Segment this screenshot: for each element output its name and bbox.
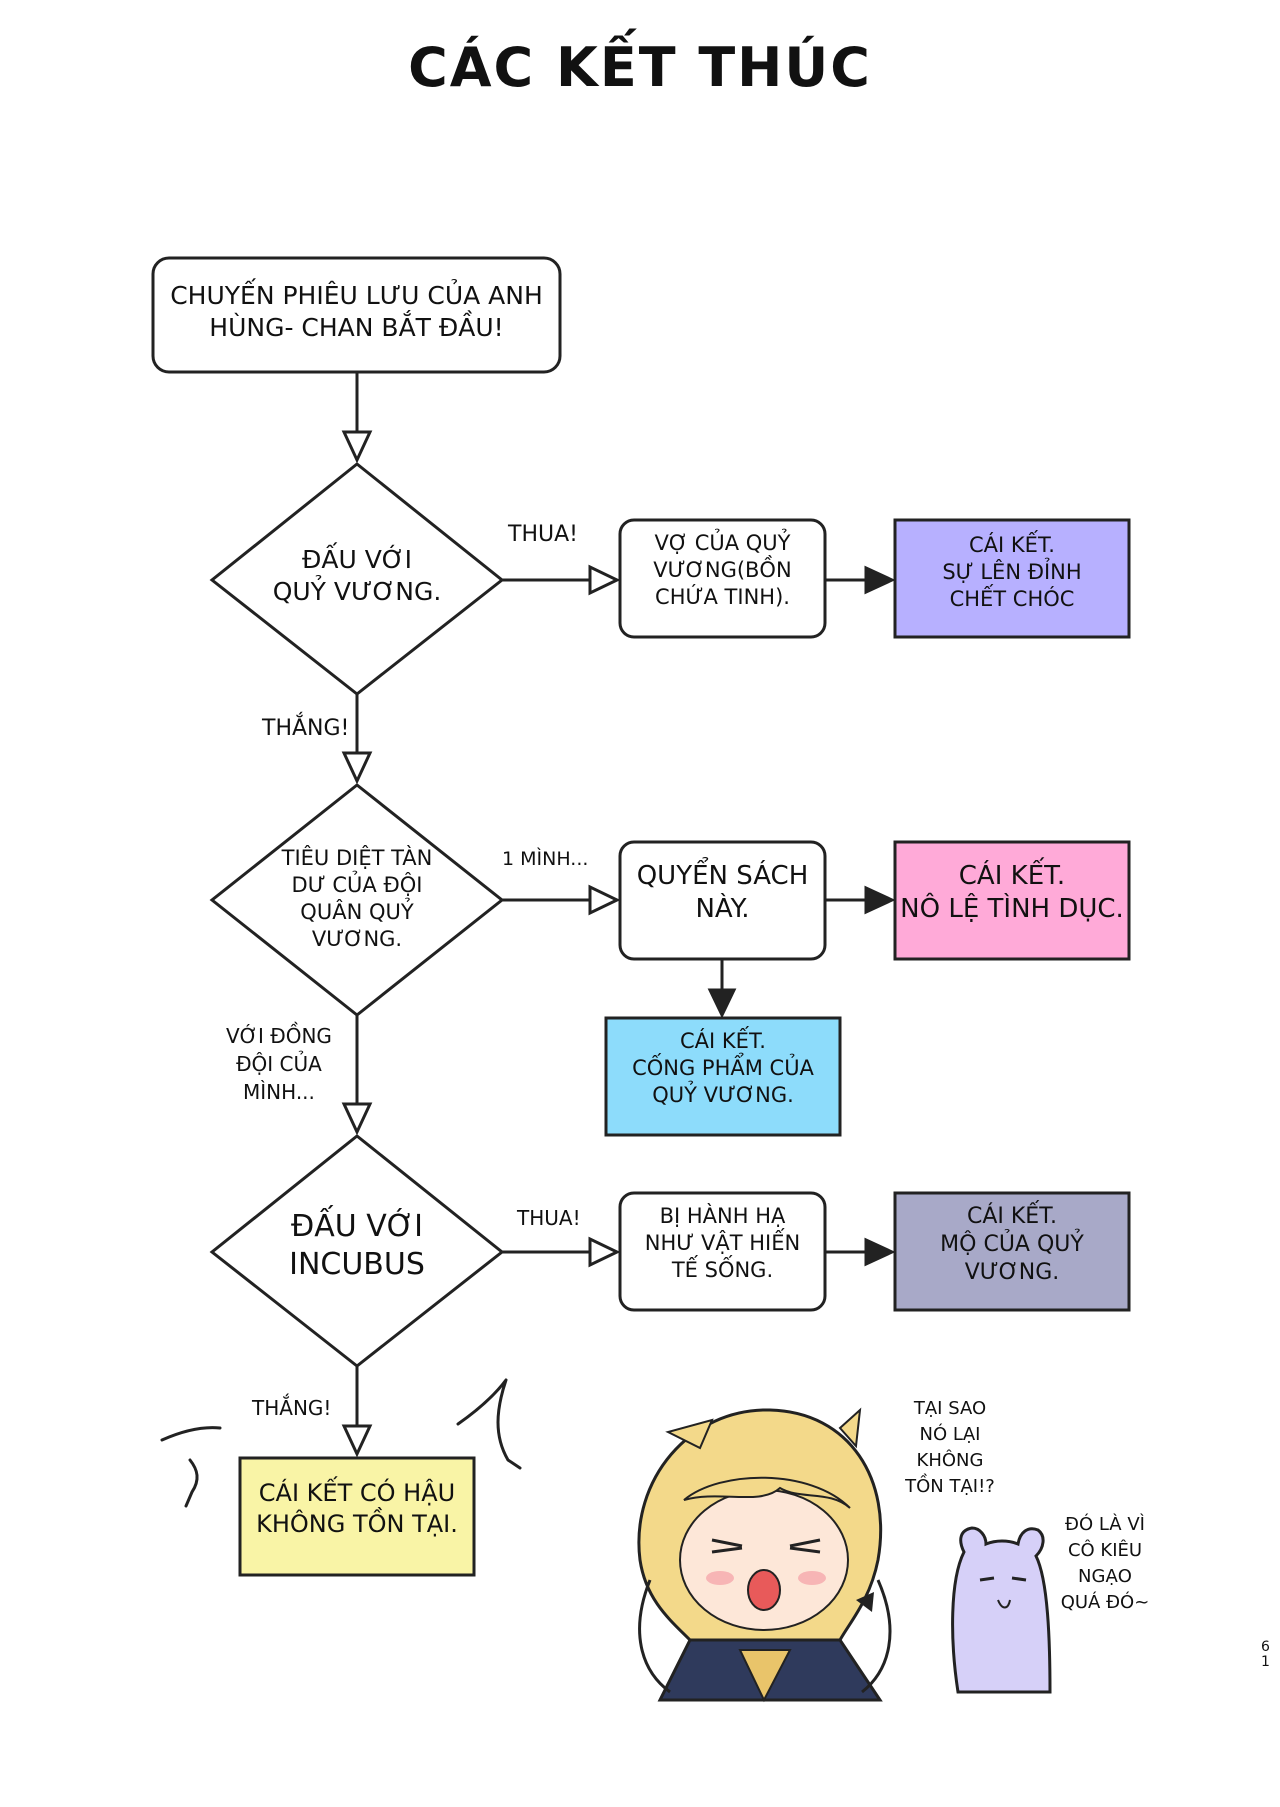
start-box-text: CHUYẾN PHIÊU LƯU CỦA ANH HÙNG- CHAN BẮT … <box>170 281 543 342</box>
arrow-decision2-to-decision3 <box>341 1015 373 1136</box>
edge-label-with-team: VỚI ĐỒNG ĐỘI CỦA MÌNH... <box>226 1024 332 1104</box>
arrow-start-to-decision1 <box>341 372 373 464</box>
edge-label-win2: THẮNG! <box>252 1396 332 1420</box>
arrow-decision3-to-step3 <box>502 1236 621 1268</box>
mascot-speech: ĐÓ LÀ VÌ CÔ KIÊU NGẠO QUÁ ĐÓ~ <box>1060 1514 1150 1614</box>
shock-lines-right <box>456 1378 522 1470</box>
ending4-text: CÁI KẾT. MỘ CỦA QUỶ VƯƠNG. <box>940 1204 1084 1286</box>
arrow-decision1-to-step1 <box>502 564 621 596</box>
arrow-decision3-to-ending5 <box>341 1366 373 1458</box>
decision1-text: ĐẤU VỚI QUỶ VƯƠNG. <box>272 545 442 606</box>
arrow-step2-to-ending2 <box>825 885 896 915</box>
decision2-text: TIÊU DIỆT TÀN DƯ CỦA ĐỘI QUÂN QUỶ VƯƠNG. <box>281 846 433 951</box>
step1-text: VỢ CỦA QUỶ VƯƠNG(BỒN CHỨA TINH). <box>653 531 792 609</box>
ending1-text: CÁI KẾT. SỰ LÊN ĐỈNH CHẾT CHÓC <box>942 533 1082 611</box>
arrow-step1-to-ending1 <box>825 565 896 595</box>
step2-text: QUYỂN SÁCH NÀY. <box>636 861 809 925</box>
edge-label-lose2: THUA! <box>517 1206 581 1230</box>
decision3-text: ĐẤU VỚI INCUBUS <box>289 1209 425 1283</box>
ending1-box <box>893 518 1131 639</box>
edge-label-alone: 1 MÌNH... <box>502 848 589 870</box>
shock-lines-left <box>160 1426 222 1508</box>
page-title: CÁC KẾT THÚC <box>408 36 872 99</box>
ending3-text: CÁI KẾT. CỐNG PHẨM CỦA QUỶ VƯƠNG. <box>632 1029 814 1107</box>
edge-label-lose1: THUA! <box>508 522 578 547</box>
arrow-decision1-to-decision2 <box>341 694 373 785</box>
ending3-box <box>604 1016 842 1137</box>
edge-label-win1: THẮNG! <box>262 716 350 741</box>
ending2-box <box>893 840 1131 961</box>
ending2-text: CÁI KẾT. NÔ LỆ TÌNH DỤC. <box>900 861 1124 925</box>
heroine-speech: TẠI SAO NÓ LẠI KHÔNG TỒN TẠI!? <box>905 1398 995 1498</box>
mascot-illustration <box>951 1526 1052 1694</box>
arrow-decision2-to-step2 <box>502 884 621 916</box>
step3-text: BỊ HÀNH HẠ NHƯ VẬT HIẾN TẾ SỐNG. <box>644 1204 801 1282</box>
arrow-step3-to-ending4 <box>825 1237 896 1267</box>
page-number: 6 1 <box>1261 1639 1270 1670</box>
arrow-step2-to-ending3 <box>707 959 737 1019</box>
ending5-box <box>238 1456 476 1577</box>
heroine-illustration <box>637 1407 892 1703</box>
ending5-text: CÁI KẾT CÓ HẬU KHÔNG TỒN TẠI. <box>256 1479 458 1538</box>
ending4-box <box>893 1191 1131 1312</box>
